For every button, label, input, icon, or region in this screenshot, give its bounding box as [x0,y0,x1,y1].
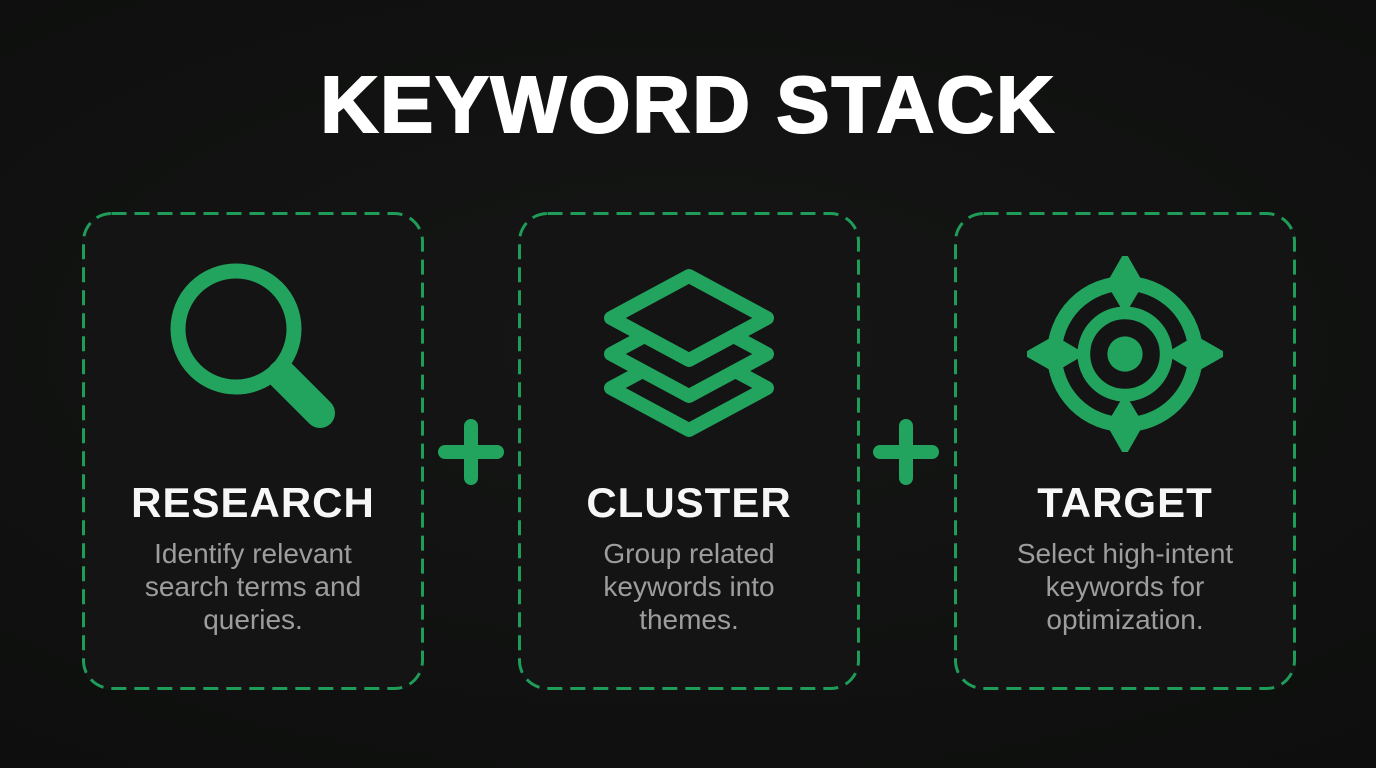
card-heading: CLUSTER [586,479,792,526]
page-title: KEYWORD STACK [319,60,1056,149]
card-research: RESEARCH Identify relevant search terms … [82,212,424,690]
card-heading: RESEARCH [131,479,375,526]
card-target: TARGET Select high-intent keywords for o… [954,212,1296,690]
dashed-border [954,212,1296,690]
card-cluster: CLUSTER Group related keywords into them… [518,212,860,690]
plus-icon [435,416,507,488]
card-description: Select high-intent keywords for optimiza… [1016,538,1234,635]
dashed-border [518,212,860,690]
search-icon [82,254,424,454]
dashed-border [82,212,424,690]
card-description: Group related keywords into themes. [603,538,775,635]
card-description: Identify relevant search terms and queri… [144,538,362,635]
target-icon [954,254,1296,454]
layers-icon [518,254,860,454]
plus-icon [870,416,942,488]
card-heading: TARGET [1037,479,1213,526]
